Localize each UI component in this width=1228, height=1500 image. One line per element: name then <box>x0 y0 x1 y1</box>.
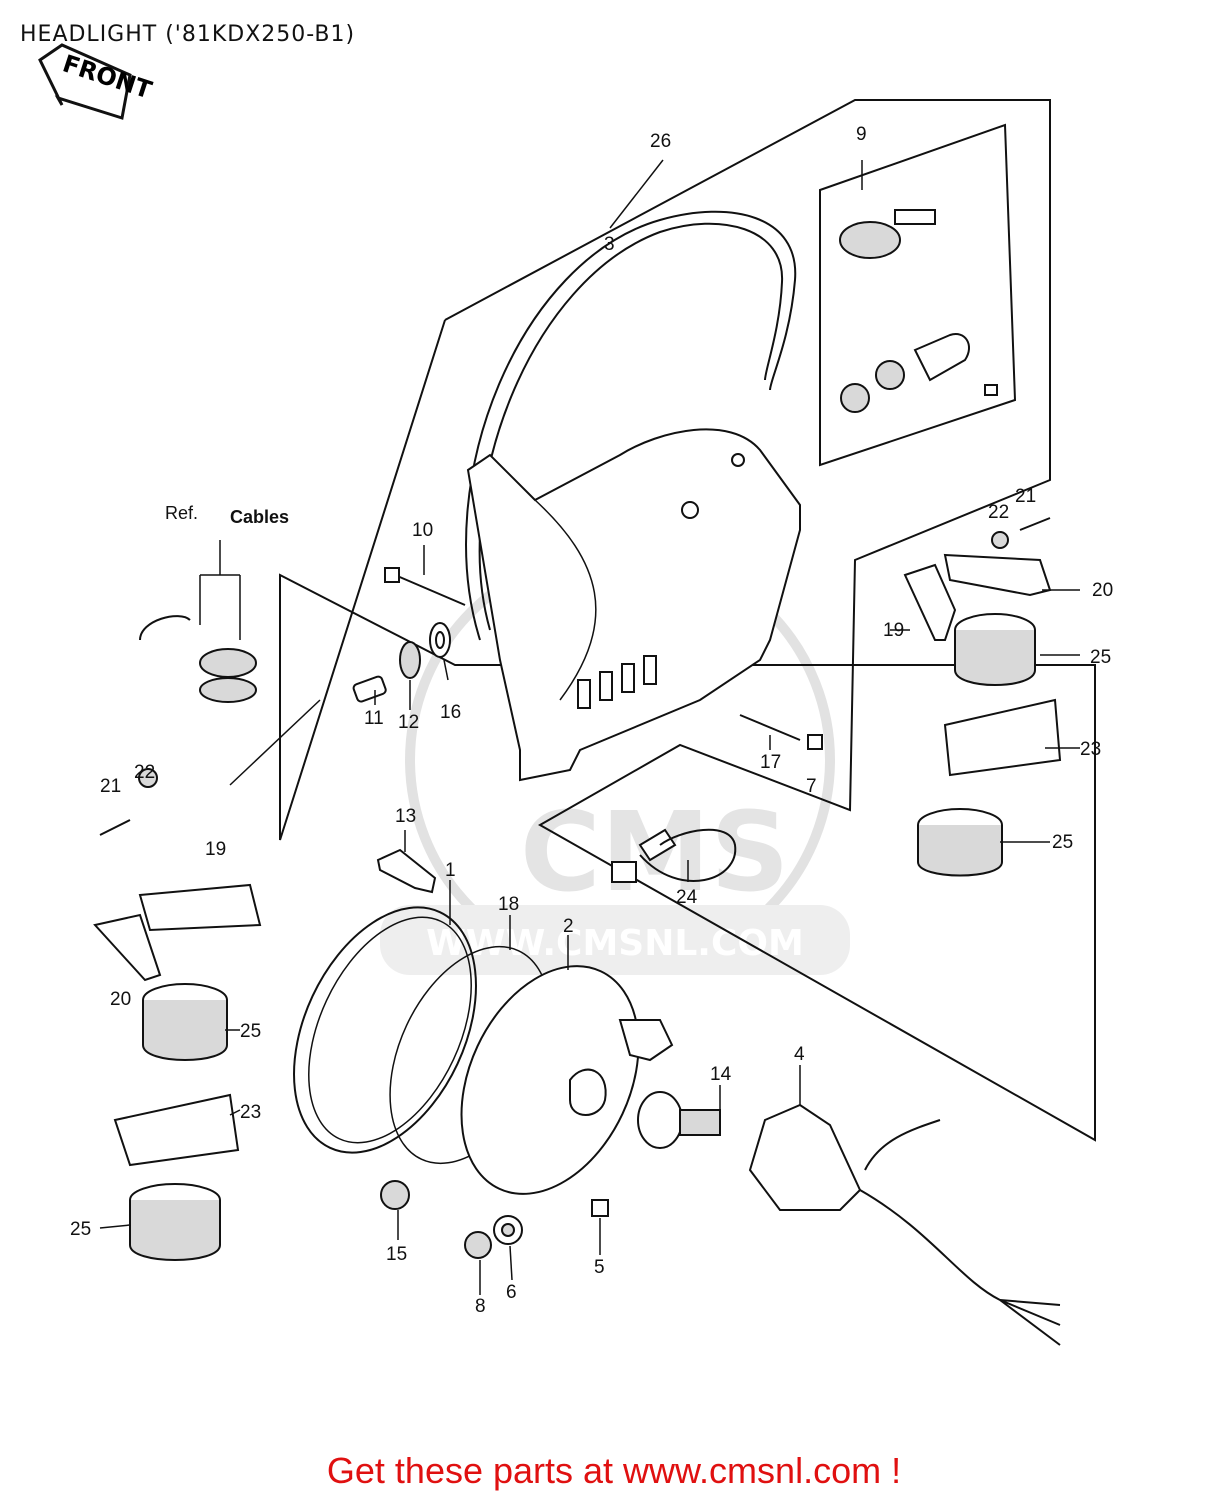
lens-unit-2 <box>460 965 674 1195</box>
callout-8: 8 <box>475 1296 486 1317</box>
grommet-25-right-top <box>954 613 1036 686</box>
callout-18: 18 <box>498 894 519 915</box>
washer-12 <box>399 641 421 679</box>
clamp-23-left <box>113 1093 240 1167</box>
nut-5 <box>591 1199 609 1217</box>
grommet-25-left-top <box>142 983 228 1061</box>
bolt-10 <box>384 567 466 606</box>
grommet-25-right-bottom <box>917 808 1003 877</box>
callout-25-left-top: 25 <box>240 1021 261 1042</box>
callout-1: 1 <box>445 860 456 881</box>
bolt-21-left <box>99 819 131 836</box>
nut-7 <box>807 734 823 750</box>
callout-6: 6 <box>506 1282 517 1303</box>
callout-14: 14 <box>710 1064 732 1085</box>
callout-4: 4 <box>794 1044 805 1065</box>
bolt-11 <box>352 675 387 703</box>
callout-25-left-bottom: 25 <box>70 1219 91 1240</box>
part-9-grommets <box>839 209 998 413</box>
inset-box-part-9 <box>819 123 1017 467</box>
callout-10: 10 <box>412 520 433 541</box>
callout-24: 24 <box>676 887 698 908</box>
callout-3: 3 <box>604 234 615 255</box>
headlight-shell <box>466 428 801 782</box>
callout-23-right: 23 <box>1080 739 1101 760</box>
callout-15: 15 <box>386 1244 407 1265</box>
callout-11: 11 <box>364 708 384 729</box>
callout-7: 7 <box>806 776 817 797</box>
socket-4 <box>748 1103 1061 1346</box>
washer-16 <box>429 622 451 658</box>
front-arrow-icon: FRONT <box>38 43 156 120</box>
callout-19-left: 19 <box>205 839 226 860</box>
watermark-banner <box>380 905 850 975</box>
spring-17 <box>739 714 801 741</box>
footer-cta-text: Get these parts at www.cmsnl.com ! <box>326 1450 902 1491</box>
callout-2: 2 <box>563 916 574 937</box>
cables-label: Cables <box>230 507 289 527</box>
main-group-outline <box>279 99 1096 1142</box>
callout-22-right: 22 <box>988 502 1009 523</box>
bracket-20-left <box>93 913 162 982</box>
washer-22-left <box>138 768 158 788</box>
callout-21-left: 21 <box>100 776 121 797</box>
callout-13: 13 <box>395 806 416 827</box>
callout-19-right: 19 <box>883 620 904 641</box>
watermark: CMS WWW.CMSNL.COM <box>380 545 850 975</box>
clamp-13 <box>376 848 437 894</box>
diagram-title: HEADLIGHT ('81KDX250-B1) <box>20 22 356 47</box>
nut-15 <box>380 1180 410 1210</box>
rim-1 <box>293 906 477 1154</box>
callout-5: 5 <box>594 1257 605 1278</box>
grommet-25-left-bottom <box>129 1183 221 1261</box>
callout-20-left: 20 <box>110 989 131 1010</box>
washer-8 <box>464 1231 492 1259</box>
callout-17: 17 <box>760 752 781 773</box>
callout-9: 9 <box>856 124 867 145</box>
washer-22-right <box>991 531 1009 549</box>
cable-clip-ref <box>139 540 257 703</box>
clamp-23-right <box>943 698 1062 777</box>
rim-band <box>465 210 797 641</box>
ref-label: Ref. <box>165 503 198 523</box>
callout-23-left: 23 <box>240 1102 261 1123</box>
callout-21-right: 21 <box>1015 486 1036 507</box>
bracket-19-left <box>138 883 262 932</box>
leader-line <box>229 699 321 786</box>
cable-24 <box>611 828 737 883</box>
bracket-20-right <box>943 553 1052 597</box>
callout-12: 12 <box>398 712 419 733</box>
nut-6 <box>493 1215 523 1245</box>
callout-16: 16 <box>440 702 461 723</box>
callout-25-right-top: 25 <box>1090 647 1111 668</box>
callout-22-left: 22 <box>134 762 155 783</box>
callout-26: 26 <box>650 131 671 152</box>
watermark-url: WWW.CMSNL.COM <box>426 923 804 964</box>
bracket-19-right <box>903 563 957 641</box>
callout-20-right: 20 <box>1092 580 1113 601</box>
bulb-14 <box>637 1091 721 1149</box>
callouts: 26 3 9 10 11 12 16 17 7 13 24 1 18 2 14 … <box>70 124 1113 1317</box>
bolt-21-right <box>1019 517 1051 531</box>
callout-25-right-bottom: 25 <box>1052 832 1073 853</box>
